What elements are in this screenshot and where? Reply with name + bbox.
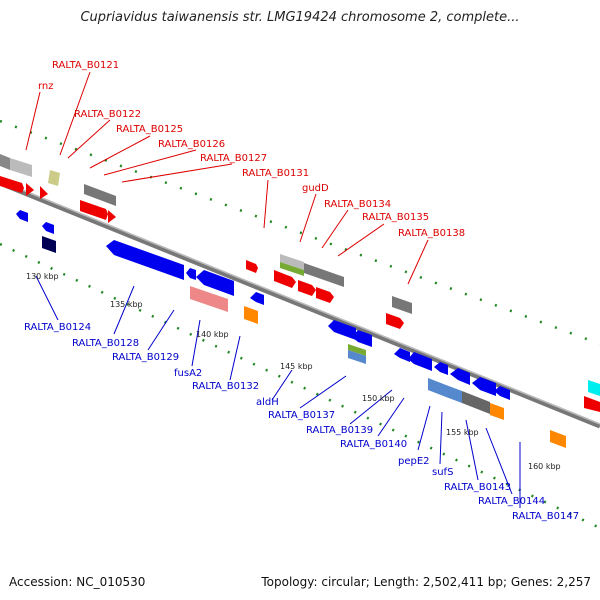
gene-steelblue-2[interactable] bbox=[428, 378, 446, 397]
gene-blue-8[interactable] bbox=[352, 330, 372, 347]
label-ralta-b0147[interactable]: RALTA_B0147 bbox=[512, 511, 579, 522]
summary-text: Topology: circular; Length: 2,502,411 bp… bbox=[261, 575, 591, 589]
gene-blue-3[interactable] bbox=[106, 240, 184, 280]
label-ralta-b0137[interactable]: RALTA_B0137 bbox=[268, 410, 335, 421]
label-ralta-b0135[interactable]: RALTA_B0135 bbox=[362, 212, 429, 223]
gene-gray-4[interactable] bbox=[324, 270, 344, 287]
gene-steelblue-1[interactable] bbox=[348, 350, 366, 364]
label-ralta-b0131[interactable]: RALTA_B0131 bbox=[242, 168, 309, 179]
gene-blue-14[interactable] bbox=[494, 386, 510, 400]
gene-cyan-1[interactable] bbox=[588, 380, 600, 396]
label-ralta-b0128[interactable]: RALTA_B0128 bbox=[72, 338, 139, 349]
tick-label-140: 140 kbp bbox=[196, 330, 229, 339]
label-fusa2[interactable]: fusA2 bbox=[174, 368, 202, 379]
reverse-gene-labels: RALTA_B0124 RALTA_B0128 RALTA_B0129 fusA… bbox=[24, 322, 579, 522]
label-ralta-b0132[interactable]: RALTA_B0132 bbox=[192, 381, 259, 392]
label-ralta-b0143[interactable]: RALTA_B0143 bbox=[444, 482, 511, 493]
gene-steelblue-3[interactable] bbox=[446, 385, 462, 403]
gene-orange-3[interactable] bbox=[550, 430, 566, 448]
gene-gray-5[interactable] bbox=[392, 296, 412, 314]
accession-text: Accession: NC_010530 bbox=[9, 575, 146, 589]
gene-orange-1[interactable] bbox=[244, 306, 258, 324]
gene-blue-12[interactable] bbox=[450, 368, 470, 385]
reverse-leaders bbox=[35, 275, 521, 508]
gene-olive-1[interactable] bbox=[48, 170, 60, 186]
label-ralta-b0124[interactable]: RALTA_B0124 bbox=[24, 322, 91, 333]
gene-blue-13[interactable] bbox=[472, 377, 496, 396]
tick-label-130: 130 kbp bbox=[26, 272, 59, 281]
tick-label-145: 145 kbp bbox=[280, 362, 313, 371]
gene-gray-1[interactable] bbox=[0, 154, 10, 170]
tick-labels: 130 kbp 135 kbp 140 kbp 145 kbp 150 kbp … bbox=[26, 272, 561, 471]
gene-red-1[interactable] bbox=[0, 176, 24, 193]
gene-blue-11[interactable] bbox=[434, 362, 448, 375]
gene-red-11[interactable] bbox=[584, 396, 600, 412]
label-aldh[interactable]: aldH bbox=[256, 397, 279, 408]
label-ralta-b0139[interactable]: RALTA_B0139 bbox=[306, 425, 373, 436]
forward-gene-labels: rnz RALTA_B0121 RALTA_B0122 RALTA_B0125 … bbox=[38, 60, 465, 239]
label-ralta-b0122[interactable]: RALTA_B0122 bbox=[74, 109, 141, 120]
label-ralta-b0127[interactable]: RALTA_B0127 bbox=[200, 153, 267, 164]
label-ralta-b0134[interactable]: RALTA_B0134 bbox=[324, 199, 391, 210]
tick-label-150: 150 kbp bbox=[362, 394, 395, 403]
reverse-genes bbox=[16, 210, 566, 448]
label-gudd[interactable]: gudD bbox=[302, 183, 329, 194]
gene-red-10[interactable] bbox=[386, 313, 404, 329]
tick-label-155: 155 kbp bbox=[446, 428, 479, 437]
tick-label-135: 135 kbp bbox=[110, 300, 143, 309]
gene-red-3[interactable] bbox=[40, 186, 48, 199]
gene-blue-4[interactable] bbox=[186, 268, 196, 280]
gene-red-2[interactable] bbox=[26, 183, 34, 196]
gene-blue-5[interactable] bbox=[196, 270, 234, 296]
gene-red-7[interactable] bbox=[274, 270, 296, 288]
outer-tick-ring bbox=[0, 119, 600, 346]
forward-genes bbox=[0, 154, 600, 412]
gene-blue-9[interactable] bbox=[394, 348, 410, 362]
gene-blue-7[interactable] bbox=[328, 320, 356, 340]
gene-orange-2[interactable] bbox=[490, 403, 504, 420]
gene-pink-1[interactable] bbox=[190, 286, 228, 312]
label-ralta-b0126[interactable]: RALTA_B0126 bbox=[158, 139, 225, 150]
label-ralta-b0129[interactable]: RALTA_B0129 bbox=[112, 352, 179, 363]
label-ralta-b0140[interactable]: RALTA_B0140 bbox=[340, 439, 407, 450]
map-title: Cupriavidus taiwanensis str. LMG19424 ch… bbox=[80, 10, 520, 25]
gene-red-8[interactable] bbox=[298, 280, 316, 296]
label-ralta-b0138[interactable]: RALTA_B0138 bbox=[398, 228, 465, 239]
gene-navy-1[interactable] bbox=[42, 236, 56, 253]
gene-red-5[interactable] bbox=[108, 210, 116, 223]
gene-red-9[interactable] bbox=[316, 287, 334, 303]
gene-blue-2[interactable] bbox=[42, 222, 54, 234]
label-ralta-b0125[interactable]: RALTA_B0125 bbox=[116, 124, 183, 135]
gene-green-2[interactable] bbox=[348, 344, 366, 356]
gene-lightgray-2[interactable] bbox=[280, 254, 304, 270]
gene-green-1[interactable] bbox=[280, 262, 304, 276]
label-rnz[interactable]: rnz bbox=[38, 81, 54, 92]
forward-leaders bbox=[25, 71, 429, 285]
tick-label-160: 160 kbp bbox=[528, 462, 561, 471]
gene-red-6[interactable] bbox=[246, 260, 258, 273]
label-pepe2[interactable]: pepE2 bbox=[398, 456, 430, 467]
label-ralta-b0144[interactable]: RALTA_B0144 bbox=[478, 496, 545, 507]
backbone bbox=[0, 180, 600, 429]
gene-blue-6[interactable] bbox=[250, 292, 264, 305]
gene-lightgray-1[interactable] bbox=[10, 158, 32, 177]
gene-blue-10[interactable] bbox=[408, 352, 432, 371]
gene-blue-1[interactable] bbox=[16, 210, 28, 222]
gene-gray-6[interactable] bbox=[462, 391, 490, 414]
label-ralta-b0121[interactable]: RALTA_B0121 bbox=[52, 60, 119, 71]
gene-gray-3[interactable] bbox=[304, 263, 324, 280]
backbone-highlight bbox=[0, 180, 600, 425]
label-sufs[interactable]: sufS bbox=[432, 467, 453, 478]
gene-red-4[interactable] bbox=[80, 200, 108, 220]
gene-gray-2[interactable] bbox=[84, 184, 116, 206]
